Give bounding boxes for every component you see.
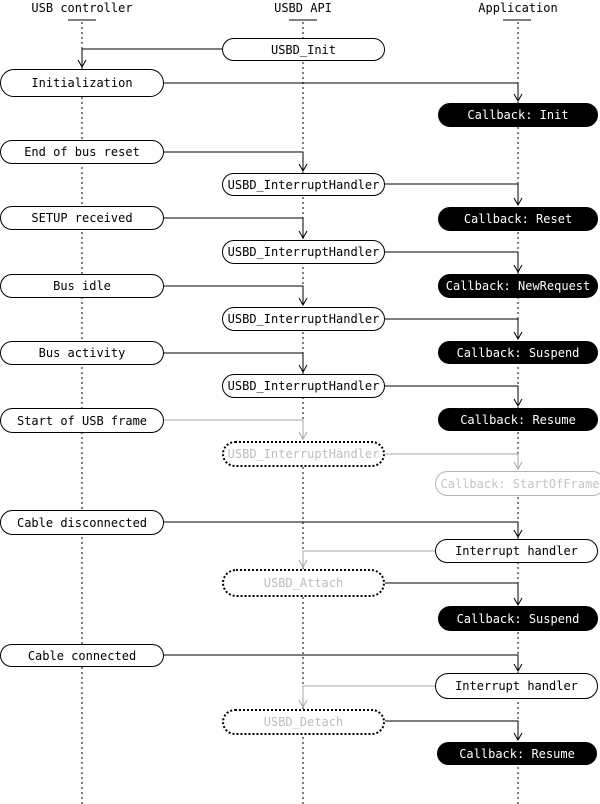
- node-callback-init: Callback: Init: [438, 103, 598, 127]
- connector-interrupthandler-to-callback-reset: [385, 183, 523, 207]
- node-bus-idle: Bus idle: [0, 274, 164, 298]
- node-usbd-detach-ghost: USBD_Detach: [222, 709, 385, 735]
- connector-usbd-detach-to-callback-resume: [385, 720, 523, 742]
- connector-cable-connected-to-interrupt-handler: [163, 654, 523, 673]
- node-callback-suspend-1: Callback: Suspend: [438, 341, 598, 364]
- node-usbd-interrupthandler-3: USBD_InterruptHandler: [222, 307, 385, 331]
- node-bus-activity: Bus activity: [0, 341, 164, 365]
- lane-header-usbd-api: USBD API: [274, 1, 332, 15]
- node-interrupt-handler-2: Interrupt handler: [435, 673, 598, 699]
- connector-bus-idle-to-interrupthandler: [163, 285, 308, 307]
- connector-start-of-frame-to-interrupthandler: [163, 419, 308, 441]
- node-setup-received: SETUP received: [0, 206, 164, 230]
- node-callback-newrequest: Callback: NewRequest: [438, 274, 598, 298]
- node-callback-reset: Callback: Reset: [438, 207, 598, 231]
- node-cable-connected: Cable connected: [0, 644, 164, 667]
- node-usbd-init: USBD_Init: [222, 38, 385, 61]
- connector-interrupthandler-to-callback-suspend: [385, 318, 523, 341]
- node-start-of-usb-frame: Start of USB frame: [0, 408, 164, 433]
- node-usbd-interrupthandler-4: USBD_InterruptHandler: [222, 374, 385, 398]
- connector-interrupthandler-to-callback-startofframe: [385, 453, 523, 471]
- node-initialization: Initialization: [0, 69, 164, 97]
- lane-header-application: Application: [478, 1, 558, 15]
- node-usbd-interrupthandler-2: USBD_InterruptHandler: [222, 240, 385, 264]
- lane-header-usb-controller: USB controller: [31, 1, 133, 15]
- connector-setup-received-to-interrupthandler: [163, 217, 308, 240]
- node-cable-disconnected: Cable disconnected: [0, 510, 164, 535]
- node-usbd-attach-ghost: USBD_Attach: [222, 569, 385, 597]
- node-end-of-bus-reset: End of bus reset: [0, 140, 164, 164]
- node-callback-resume-1: Callback: Resume: [438, 408, 598, 431]
- connector-cable-disconnected-to-interrupt-handler: [163, 521, 523, 539]
- node-usbd-interrupthandler-5-ghost: USBD_InterruptHandler: [222, 441, 385, 467]
- connector-bus-activity-to-interrupthandler: [163, 352, 308, 374]
- node-usbd-interrupthandler-1: USBD_InterruptHandler: [222, 173, 385, 196]
- node-callback-resume-2: Callback: Resume: [437, 742, 597, 765]
- node-callback-startofframe-ghost: Callback: StartOfFrame: [435, 471, 600, 496]
- node-callback-suspend-2: Callback: Suspend: [438, 606, 598, 631]
- connector-interrupthandler-to-callback-resume: [385, 385, 523, 408]
- connector-interrupt-handler-to-usbd-detach: [298, 685, 435, 709]
- connector-interrupt-handler-to-usbd-attach: [298, 550, 435, 569]
- node-interrupt-handler-1: Interrupt handler: [435, 539, 598, 563]
- connector-initialization-to-callback-init: [163, 82, 523, 103]
- connector-usbd-init-to-initialization: [77, 48, 222, 69]
- connector-usbd-attach-to-callback-suspend: [385, 582, 523, 607]
- connector-interrupthandler-to-callback-newrequest: [385, 251, 523, 274]
- connector-end-bus-reset-to-interrupthandler: [163, 151, 308, 173]
